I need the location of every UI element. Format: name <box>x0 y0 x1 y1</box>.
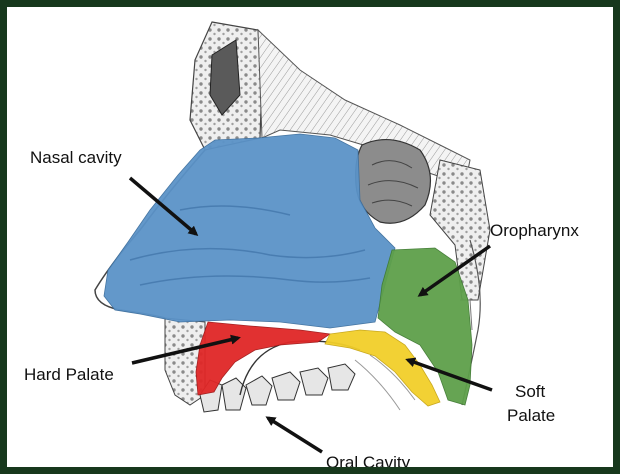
oral-cavity-arrow <box>268 418 322 452</box>
sphenoid-sinus <box>356 140 431 224</box>
label-oral-cavity: Oral Cavity <box>326 453 411 467</box>
nasal-anatomy-diagram: Nasal cavity Oropharynx Hard Palate Soft… <box>7 7 613 467</box>
label-soft-palate-line2: Palate <box>507 406 555 425</box>
label-soft-palate-line1: Soft <box>515 382 546 401</box>
label-nasal-cavity: Nasal cavity <box>30 148 122 167</box>
nasal-cavity-region <box>104 134 395 328</box>
label-oropharynx: Oropharynx <box>490 221 579 240</box>
label-hard-palate: Hard Palate <box>24 365 114 384</box>
